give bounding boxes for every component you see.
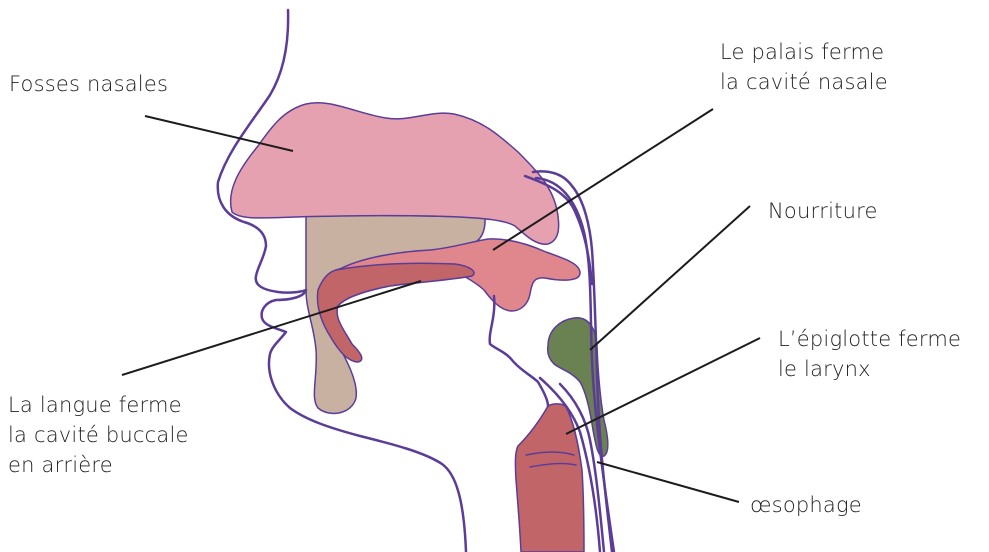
- larynx-shape: [515, 404, 584, 552]
- label-langue: La langue ferme la cavité buccale en arr…: [8, 390, 189, 480]
- label-nourriture: Nourriture: [768, 196, 878, 226]
- throat-inner-line: [490, 296, 548, 406]
- label-palais: Le palais ferme la cavité nasale: [720, 37, 888, 97]
- label-oesophage: œsophage: [750, 490, 862, 520]
- leader-line-langue: [122, 281, 421, 375]
- leader-line-oesophage: [597, 462, 739, 502]
- label-fosses-nasales: Fosses nasales: [9, 69, 168, 99]
- leader-line-nourriture: [590, 206, 750, 350]
- label-epiglotte: L’épiglotte ferme le larynx: [778, 324, 961, 384]
- tongue-shape: [318, 263, 475, 362]
